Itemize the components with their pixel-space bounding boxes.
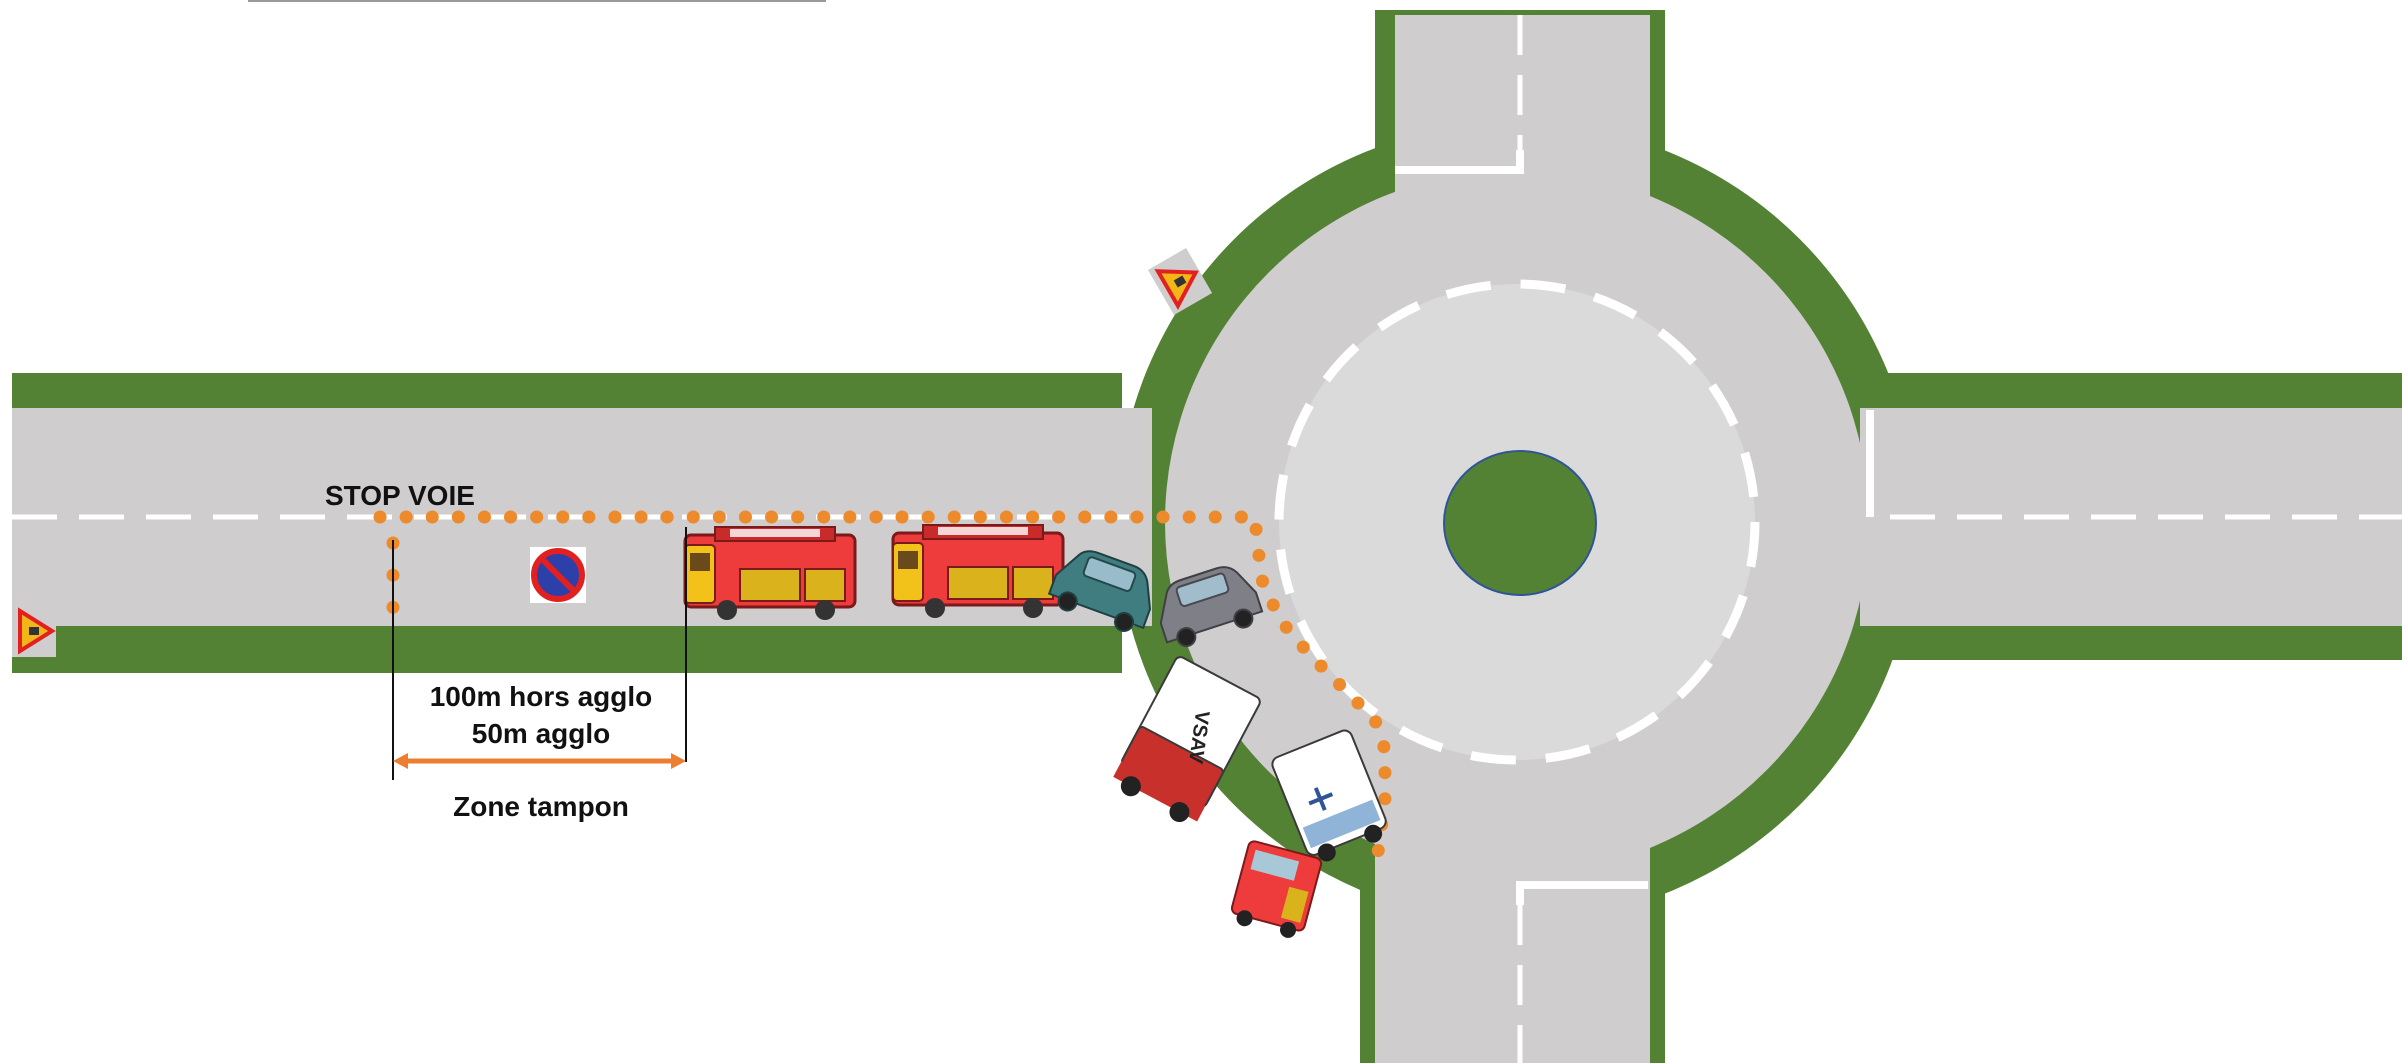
arrow-right-icon [671, 753, 686, 769]
buffer-zone-label: Zone tampon [453, 791, 629, 822]
ambulance-icon [1271, 729, 1387, 862]
arrow-left-icon [393, 753, 408, 769]
fire-truck-icon [1230, 840, 1323, 938]
lane-markings [12, 15, 2402, 1063]
stop-voie-label: STOP VOIE [325, 480, 475, 511]
road-surfaces [12, 15, 2402, 1063]
roundabout-dashed-ring [1274, 279, 1760, 765]
no-parking-sign-icon [530, 547, 586, 603]
top-yield-line [1395, 150, 1524, 174]
fire-truck-icon [891, 523, 1065, 620]
distance-label-urban: 50m agglo [472, 718, 610, 749]
distance-label-rural: 100m hors agglo [430, 681, 653, 712]
warning-triangle-sign-icon [12, 605, 56, 657]
ambulance-icon: VSAV [1113, 656, 1261, 823]
buffer-zone-dimension [392, 527, 687, 780]
fire-truck-icon [683, 525, 857, 622]
bottom-yield-line [1516, 881, 1648, 905]
roundabout-central-island [1443, 450, 1597, 596]
cone-line-main [373, 510, 1392, 882]
warning-triangle-sign-icon [1148, 248, 1213, 316]
